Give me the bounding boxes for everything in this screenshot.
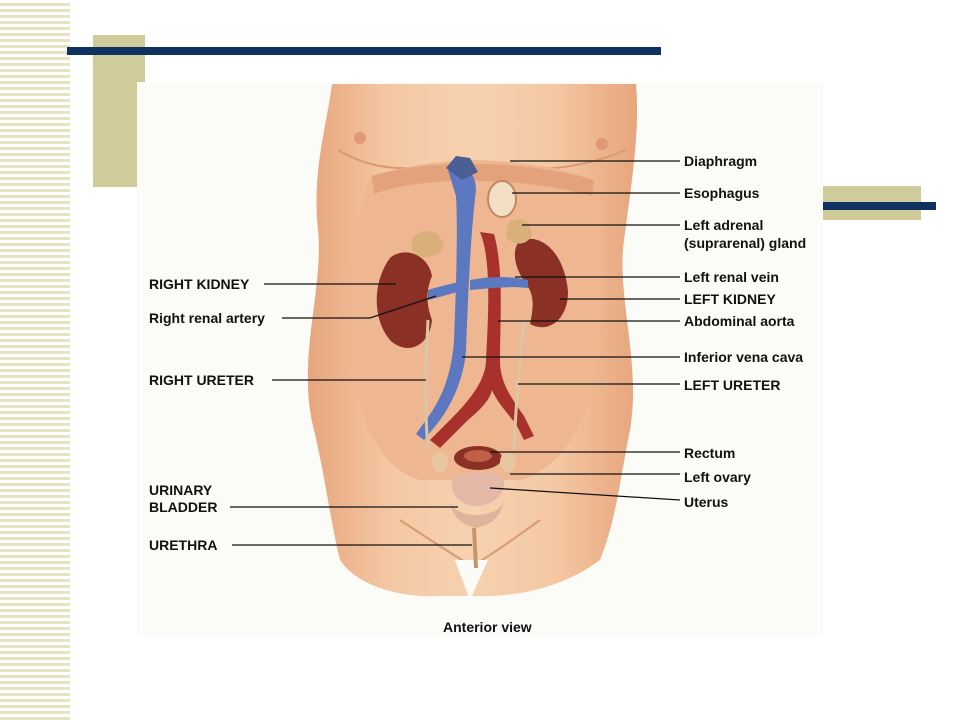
- right-kidney: [376, 252, 432, 348]
- label-left-ovary: Left ovary: [684, 469, 751, 485]
- label-right-ureter: RIGHT URETER: [149, 372, 254, 388]
- label-right-kidney: RIGHT KIDNEY: [149, 276, 250, 292]
- label-urethra: URETHRA: [149, 537, 218, 553]
- ivc-top: [446, 156, 478, 180]
- urethra-tube: [472, 527, 478, 569]
- label-inferior-vena-cava: Inferior vena cava: [684, 349, 804, 365]
- right-ovary: [432, 452, 448, 472]
- label-rectum: Rectum: [684, 445, 736, 461]
- label-left-renal-vein: Left renal vein: [684, 269, 779, 285]
- label-esophagus: Esophagus: [684, 185, 760, 201]
- label-left-adrenal-line1: Left adrenal: [684, 217, 764, 233]
- left-nipple: [596, 138, 608, 150]
- left-ureter: [512, 317, 526, 451]
- diaphragm-band: [372, 163, 594, 196]
- right-ureter: [424, 319, 430, 451]
- left-ovary: [500, 452, 516, 472]
- left-renal-vein: [470, 277, 528, 290]
- label-right-renal-artery: Right renal artery: [149, 310, 265, 326]
- rectum-lumen: [464, 450, 492, 462]
- label-urinary-bladder-line1: URINARY: [149, 482, 213, 498]
- label-left-ureter: LEFT URETER: [684, 377, 781, 393]
- right-nipple: [354, 132, 366, 144]
- accent-rule-right: [823, 202, 936, 210]
- inferior-vena-cava: [416, 167, 476, 440]
- leader-lines: [230, 160, 681, 546]
- striped-side-bar: [0, 0, 70, 720]
- accent-block-left: [93, 35, 145, 187]
- uterus: [451, 472, 505, 506]
- label-abdominal-aorta: Abdominal aorta: [684, 313, 795, 329]
- abdominal-aorta: [430, 232, 534, 448]
- title-rule: [67, 47, 661, 55]
- label-diaphragm: Diaphragm: [684, 153, 758, 169]
- urinary-bladder: [450, 500, 504, 528]
- esophagus-opening: [487, 180, 517, 218]
- label-urinary-bladder-line2: BLADDER: [149, 499, 218, 515]
- left-kidney: [514, 238, 568, 328]
- figure-caption: Anterior view: [443, 619, 532, 635]
- label-uterus: Uterus: [684, 494, 729, 510]
- label-left-kidney: LEFT KIDNEY: [684, 291, 776, 307]
- leg-gap: [455, 560, 488, 600]
- label-left-adrenal-line2: (suprarenal) gland: [684, 235, 807, 251]
- right-adrenal: [412, 230, 444, 258]
